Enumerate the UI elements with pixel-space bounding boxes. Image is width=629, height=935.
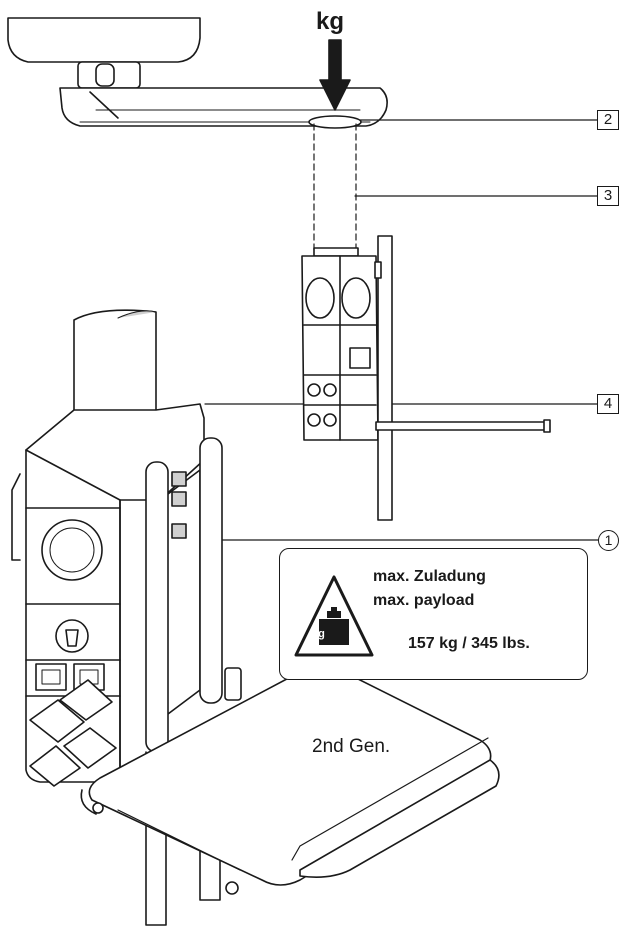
payload-label: kg max. Zuladung max. payload 157 kg / 3… xyxy=(279,548,588,680)
load-arrow-label: kg xyxy=(316,8,345,35)
callout-1-circled: 1 xyxy=(598,530,619,551)
column-hidden-lines xyxy=(313,123,357,251)
payload-line-german: max. Zuladung xyxy=(373,568,486,585)
callout-2: 2 xyxy=(597,110,619,130)
weight-icon-text: kg xyxy=(312,628,325,640)
ceiling-arm xyxy=(7,17,388,129)
device-module xyxy=(301,235,551,521)
generation-label: 2nd Gen. xyxy=(312,736,391,757)
cart-assembly xyxy=(11,309,500,926)
weight-warning-icon xyxy=(294,575,374,657)
payload-line-english: max. payload xyxy=(373,592,475,609)
payload-capacity: 157 kg / 345 lbs. xyxy=(408,635,530,652)
load-arrow xyxy=(319,39,351,111)
callout-4: 4 xyxy=(597,394,619,414)
callout-leaders xyxy=(181,119,599,541)
callout-3: 3 xyxy=(597,186,619,206)
